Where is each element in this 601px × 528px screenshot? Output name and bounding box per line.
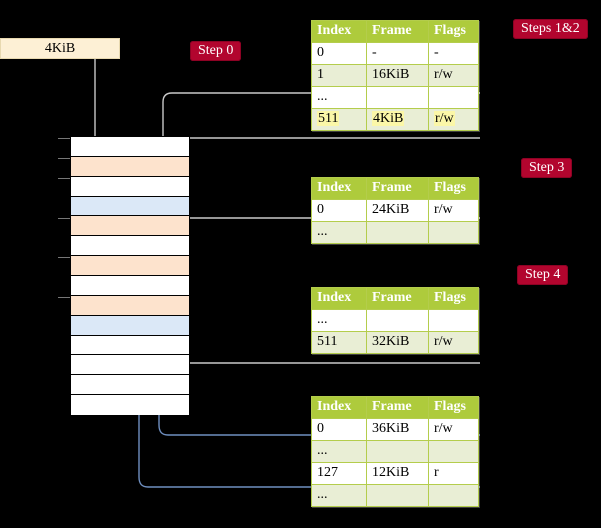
table-cell-flags <box>428 309 479 332</box>
table-cell-flags: r/w <box>428 331 479 354</box>
table-cell-frame <box>366 221 429 244</box>
table-cell-flags <box>428 86 479 109</box>
memory-frame-row <box>71 256 189 276</box>
memory-tick <box>58 178 70 180</box>
table-row: ... <box>311 309 479 332</box>
table-cell-frame: 12KiB <box>366 462 429 485</box>
step-badge-step0-label: Step 0 <box>198 43 234 58</box>
table-cell-flags: r/w <box>428 108 479 131</box>
table-cell-flags <box>428 484 479 507</box>
table-cell-index: ... <box>311 86 367 109</box>
memory-frame-row <box>71 156 189 177</box>
memory-frame-row <box>71 196 189 217</box>
table-cell-frame: 4KiB <box>366 108 429 131</box>
table-cell-flags: r/w <box>428 199 479 222</box>
memory-frame-row <box>71 236 189 257</box>
physical-memory-column <box>70 136 190 415</box>
table-header-index: Index <box>311 396 367 419</box>
table-row: ... <box>311 484 479 507</box>
table-header-frame: Frame <box>366 177 429 200</box>
table-header-flags: Flags <box>428 20 479 43</box>
memory-frame-row <box>71 176 189 197</box>
table-cell-frame: 24KiB <box>366 199 429 222</box>
table-cell-flags: r/w <box>428 418 479 441</box>
memory-frame-row <box>71 295 189 316</box>
table-cell-index: 0 <box>311 418 367 441</box>
table-row: 511 4KiB r/w <box>311 108 479 131</box>
table-header-frame: Frame <box>366 287 429 310</box>
table-cell-index: 1 <box>311 64 367 87</box>
table-cell-flags: r <box>428 462 479 485</box>
table-header-index: Index <box>311 287 367 310</box>
table-cell-index: ... <box>311 484 367 507</box>
table-header-frame: Frame <box>366 396 429 419</box>
step-badge-step0: Step 0 <box>190 41 242 62</box>
table-cell-index: 0 <box>311 42 367 65</box>
step-badge-step4: Step 4 <box>517 265 569 286</box>
memory-tick <box>58 138 70 140</box>
table-header-frame: Frame <box>366 20 429 43</box>
table-row: ... <box>311 86 479 109</box>
memory-frame-row <box>71 137 189 157</box>
table-cell-frame: 16KiB <box>366 64 429 87</box>
memory-tick <box>58 218 70 220</box>
table-cell-index: 511 <box>311 108 367 131</box>
table-cell-index: ... <box>311 309 367 332</box>
highlighted-value: 511 <box>317 111 340 126</box>
memory-frame-row <box>71 276 189 296</box>
table-cell-flags <box>428 440 479 463</box>
step-badge-step3-label: Step 3 <box>529 160 565 175</box>
table-cell-frame <box>366 86 429 109</box>
memory-tick <box>58 257 70 259</box>
table-row: 0-- <box>311 42 479 65</box>
memory-tick <box>58 158 70 160</box>
table-cell-frame: 36KiB <box>366 418 429 441</box>
memory-frame-row <box>71 355 189 376</box>
step-badge-steps1and2-label: Steps 1&2 <box>521 21 580 36</box>
table-cell-index: ... <box>311 221 367 244</box>
step-badge-steps1and2: Steps 1&2 <box>513 19 588 40</box>
memory-frame-row <box>71 375 189 396</box>
highlighted-value: r/w <box>434 111 455 126</box>
table-cell-frame: 32KiB <box>366 331 429 354</box>
table-header-flags: Flags <box>428 287 479 310</box>
table-header-index: Index <box>311 20 367 43</box>
step-badge-step4-label: Step 4 <box>525 267 561 282</box>
table-cell-index: 511 <box>311 331 367 354</box>
memory-tick <box>58 297 70 299</box>
virtual-address-label: 4KiB <box>44 40 76 56</box>
table-cell-frame: - <box>366 42 429 65</box>
memory-frame-row <box>71 335 189 356</box>
step-badge-step3: Step 3 <box>521 158 573 179</box>
table-cell-index: 0 <box>311 199 367 222</box>
table-cell-index: ... <box>311 440 367 463</box>
table-header-flags: Flags <box>428 396 479 419</box>
table-cell-flags: r/w <box>428 64 479 87</box>
table-cell-index: 127 <box>311 462 367 485</box>
memory-frame-row <box>71 395 189 415</box>
table-cell-flags <box>428 221 479 244</box>
table-cell-frame <box>366 484 429 507</box>
table-row: ... <box>311 440 479 463</box>
memory-frame-row <box>71 315 189 336</box>
memory-frame-row <box>71 216 189 237</box>
table-cell-frame <box>366 440 429 463</box>
table-cell-flags: - <box>428 42 479 65</box>
highlighted-value: 4KiB <box>372 111 405 126</box>
table-cell-frame <box>366 309 429 332</box>
table-header-flags: Flags <box>428 177 479 200</box>
table-header-index: Index <box>311 177 367 200</box>
virtual-address-box: 4KiB <box>0 38 120 59</box>
table-row: ... <box>311 221 479 244</box>
